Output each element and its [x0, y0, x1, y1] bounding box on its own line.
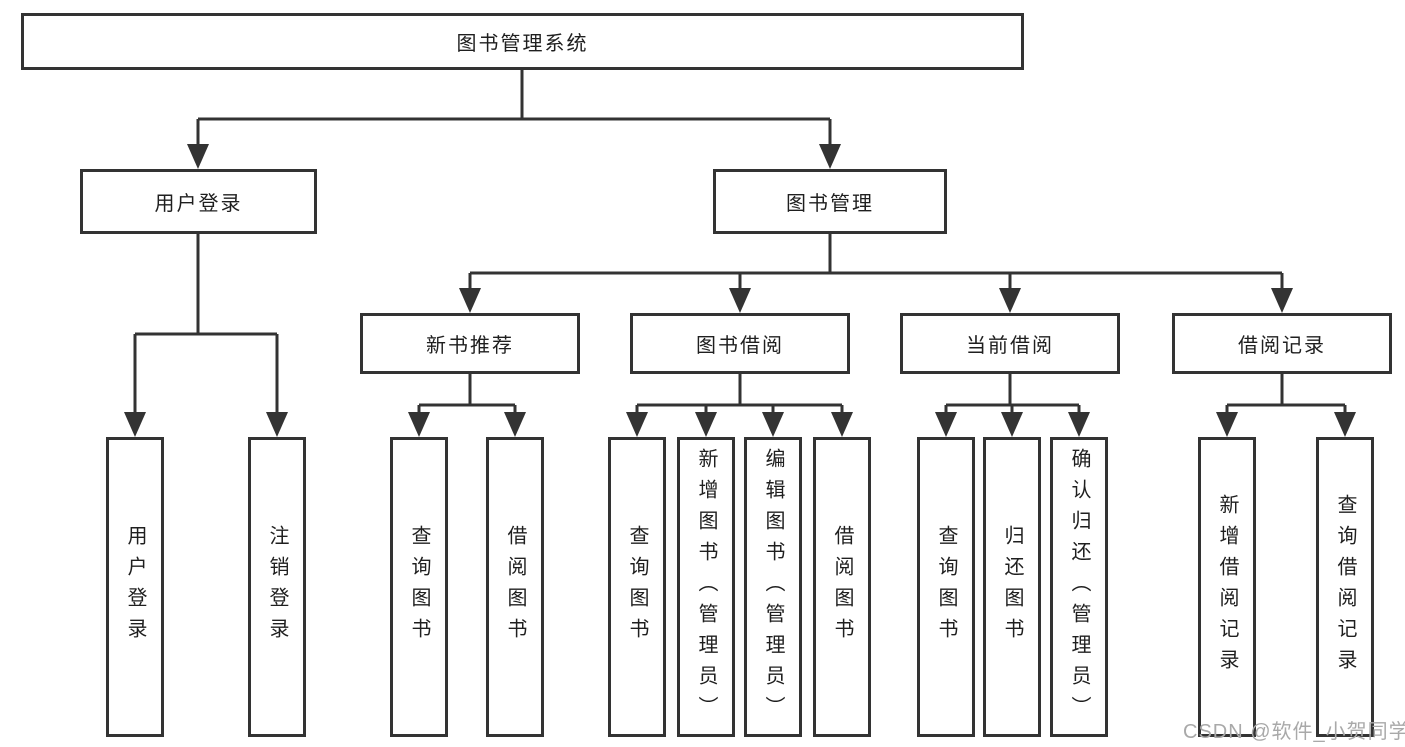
arrowhead — [999, 288, 1021, 313]
node-leaf-logout-label: 注销登录 — [266, 525, 288, 649]
node-leaf-query-borrow-record: 查询借阅记录 — [1316, 437, 1374, 737]
node-leaf-current-query-books: 查询图书 — [917, 437, 975, 737]
node-new-book-recommend-label: 新书推荐 — [426, 335, 514, 357]
node-book-management-label: 图书管理 — [786, 193, 874, 215]
arrowhead — [762, 412, 784, 437]
node-leaf-logout: 注销登录 — [248, 437, 306, 737]
csdn-watermark: CSDN @软件_小贺同学 — [1183, 721, 1405, 743]
node-leaf-recommend-query-books-label: 查询图书 — [408, 525, 430, 649]
node-leaf-borrow-query-books: 查询图书 — [608, 437, 666, 737]
node-leaf-return-books-label: 归还图书 — [1001, 525, 1023, 649]
arrowhead — [626, 412, 648, 437]
arrowhead — [729, 288, 751, 313]
arrowhead — [1334, 412, 1356, 437]
node-book-borrowing: 图书借阅 — [630, 313, 850, 374]
arrowhead — [1068, 412, 1090, 437]
arrowhead — [831, 412, 853, 437]
arrowhead — [1271, 288, 1293, 313]
node-leaf-current-query-books-label: 查询图书 — [935, 525, 957, 649]
node-book-borrowing-label: 图书借阅 — [696, 335, 784, 357]
arrowhead — [1001, 412, 1023, 437]
node-leaf-return-books: 归还图书 — [983, 437, 1041, 737]
node-leaf-confirm-return-admin-label: 确认归还（管理员） — [1068, 447, 1090, 727]
arrowhead — [408, 412, 430, 437]
node-leaf-add-books-admin-label: 新增图书（管理员） — [695, 447, 717, 727]
arrowhead — [459, 288, 481, 313]
arrowheads — [124, 144, 1356, 437]
node-leaf-borrow-query-books-label: 查询图书 — [626, 525, 648, 649]
node-book-management: 图书管理 — [713, 169, 947, 234]
node-new-book-recommend: 新书推荐 — [360, 313, 580, 374]
arrowhead — [504, 412, 526, 437]
arrowhead — [187, 144, 209, 169]
node-leaf-add-borrow-record-label: 新增借阅记录 — [1216, 494, 1238, 680]
node-root-label: 图书管理系统 — [456, 33, 589, 55]
node-leaf-edit-books-admin-label: 编辑图书（管理员） — [762, 447, 784, 727]
arrowhead — [935, 412, 957, 437]
arrowhead — [695, 412, 717, 437]
node-leaf-edit-books-admin: 编辑图书（管理员） — [744, 437, 802, 737]
node-root: 图书管理系统 — [21, 13, 1024, 70]
node-leaf-borrow-books: 借阅图书 — [813, 437, 871, 737]
arrowhead — [1216, 412, 1238, 437]
node-leaf-user-login: 用户登录 — [106, 437, 164, 737]
arrowhead — [819, 144, 841, 169]
node-leaf-borrow-books-label: 借阅图书 — [831, 525, 853, 649]
node-user-login-label: 用户登录 — [154, 193, 243, 215]
node-leaf-add-borrow-record: 新增借阅记录 — [1198, 437, 1256, 737]
node-leaf-user-login-label: 用户登录 — [124, 525, 146, 649]
node-current-borrowing: 当前借阅 — [900, 313, 1120, 374]
node-leaf-add-books-admin: 新增图书（管理员） — [677, 437, 735, 737]
node-leaf-query-borrow-record-label: 查询借阅记录 — [1334, 494, 1356, 680]
node-user-login: 用户登录 — [80, 169, 317, 234]
node-leaf-recommend-borrow-books: 借阅图书 — [486, 437, 544, 737]
node-leaf-recommend-query-books: 查询图书 — [390, 437, 448, 737]
node-leaf-recommend-borrow-books-label: 借阅图书 — [504, 525, 526, 649]
arrowhead — [266, 412, 288, 437]
arrowhead — [124, 412, 146, 437]
node-leaf-confirm-return-admin: 确认归还（管理员） — [1050, 437, 1108, 737]
node-borrowing-records-label: 借阅记录 — [1238, 335, 1326, 357]
node-current-borrowing-label: 当前借阅 — [966, 335, 1054, 357]
node-borrowing-records: 借阅记录 — [1172, 313, 1392, 374]
